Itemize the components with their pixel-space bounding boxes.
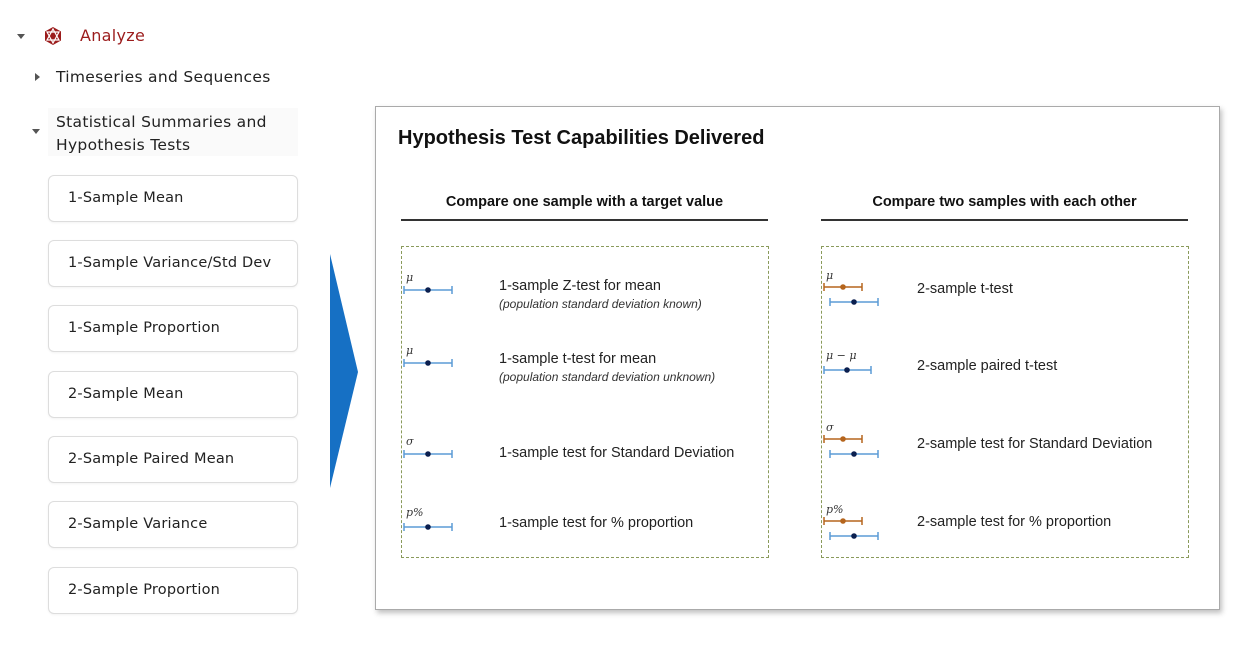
test-symbol: μ bbox=[406, 271, 414, 284]
test-label: 2-sample test for Standard Deviation bbox=[917, 436, 1153, 452]
test-symbol: p% bbox=[826, 503, 844, 516]
test-label: 2-sample paired t-test bbox=[917, 358, 1058, 374]
test-label: 1-sample t-test for mean bbox=[499, 351, 657, 367]
test-sublabel: (population standard deviation known) bbox=[499, 297, 702, 311]
left-rule bbox=[401, 219, 768, 221]
error-bar-icon bbox=[823, 366, 872, 374]
nav-timeseries[interactable]: Timeseries and Sequences bbox=[56, 68, 271, 86]
error-bar-icon bbox=[403, 359, 453, 367]
two-sample-error-bars-icon bbox=[823, 283, 879, 306]
test-label: 2-sample test for % proportion bbox=[917, 514, 1112, 530]
btn-2-sample-variance[interactable]: 2-Sample Variance bbox=[48, 501, 298, 548]
test-symbol: σ bbox=[826, 421, 834, 434]
pointer-arrow-icon bbox=[330, 254, 358, 488]
collapse-stats-icon[interactable] bbox=[32, 129, 40, 134]
btn-2-sample-proportion[interactable]: 2-Sample Proportion bbox=[48, 567, 298, 614]
nav-stats[interactable]: Statistical Summaries and Hypothesis Tes… bbox=[56, 111, 267, 157]
btn-1-sample-variance[interactable]: 1-Sample Variance/Std Dev bbox=[48, 240, 298, 287]
test-item: σ 2-sample test for Standard Deviation bbox=[822, 421, 1182, 477]
test-item: μ 1-sample Z-test for mean (population s… bbox=[402, 271, 762, 327]
test-symbol: μ bbox=[406, 344, 414, 357]
test-item: p% 1-sample test for % proportion bbox=[402, 506, 762, 562]
left-test-box: μ 1-sample Z-test for mean (population s… bbox=[401, 246, 769, 558]
slide-panel: Hypothesis Test Capabilities Delivered C… bbox=[375, 106, 1220, 610]
nav-stats-line1: Statistical Summaries and bbox=[56, 113, 267, 131]
test-item: σ 1-sample test for Standard Deviation bbox=[402, 435, 762, 491]
analyze-icon bbox=[45, 27, 61, 45]
test-label: 2-sample t-test bbox=[917, 281, 1013, 297]
test-symbol: p% bbox=[406, 506, 424, 519]
nav-stats-line2: Hypothesis Tests bbox=[56, 136, 191, 154]
test-symbol: μ − μ bbox=[826, 349, 857, 362]
test-item: μ − μ 2-sample paired t-test bbox=[822, 349, 1182, 405]
test-label: 1-sample Z-test for mean bbox=[499, 278, 661, 294]
error-bar-icon bbox=[403, 523, 453, 531]
error-bar-icon bbox=[403, 450, 453, 458]
nav-analyze[interactable]: Analyze bbox=[80, 26, 146, 45]
btn-1-sample-proportion[interactable]: 1-Sample Proportion bbox=[48, 305, 298, 352]
btn-1-sample-mean[interactable]: 1-Sample Mean bbox=[48, 175, 298, 222]
two-sample-error-bars-icon bbox=[823, 435, 879, 458]
right-test-box: μ 2-sample t-test μ − μ 2-sample paired … bbox=[821, 246, 1189, 558]
collapse-analyze-icon[interactable] bbox=[17, 34, 25, 39]
test-sublabel: (population standard deviation unknown) bbox=[499, 370, 716, 384]
test-symbol: σ bbox=[406, 435, 414, 448]
btn-2-sample-mean[interactable]: 2-Sample Mean bbox=[48, 371, 298, 418]
test-label: 1-sample test for % proportion bbox=[499, 515, 694, 531]
test-item: p% 2-sample test for % proportion bbox=[822, 503, 1182, 559]
right-heading: Compare two samples with each other bbox=[872, 194, 1137, 210]
test-item: μ 2-sample t-test bbox=[822, 269, 1182, 325]
expand-timeseries-icon[interactable] bbox=[35, 73, 40, 81]
test-symbol: μ bbox=[826, 269, 834, 282]
nav-stats-bg bbox=[48, 108, 298, 156]
btn-2-sample-paired-mean[interactable]: 2-Sample Paired Mean bbox=[48, 436, 298, 483]
test-label: 1-sample test for Standard Deviation bbox=[499, 445, 735, 461]
error-bar-icon bbox=[403, 286, 453, 294]
two-sample-error-bars-icon bbox=[823, 517, 879, 540]
test-item: μ 1-sample t-test for mean (population s… bbox=[402, 344, 762, 400]
right-rule bbox=[821, 219, 1188, 221]
left-heading: Compare one sample with a target value bbox=[445, 194, 724, 210]
slide-title: Hypothesis Test Capabilities Delivered bbox=[398, 127, 765, 149]
